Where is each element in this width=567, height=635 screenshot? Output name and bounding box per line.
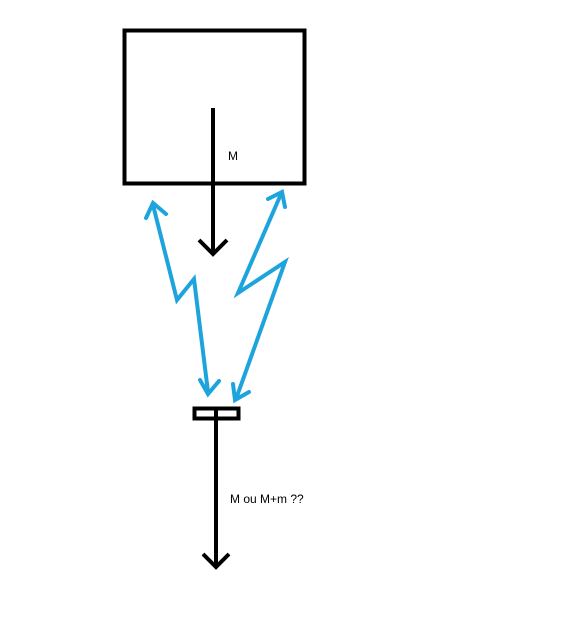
bottom-force-label: M ou M+m ?? (230, 492, 304, 506)
top-force-arrow (197, 108, 229, 257)
lightning-left (144, 199, 221, 398)
lightning-right (231, 189, 289, 404)
bottom-force-arrow (201, 410, 231, 570)
top-force-label: M (228, 149, 238, 163)
